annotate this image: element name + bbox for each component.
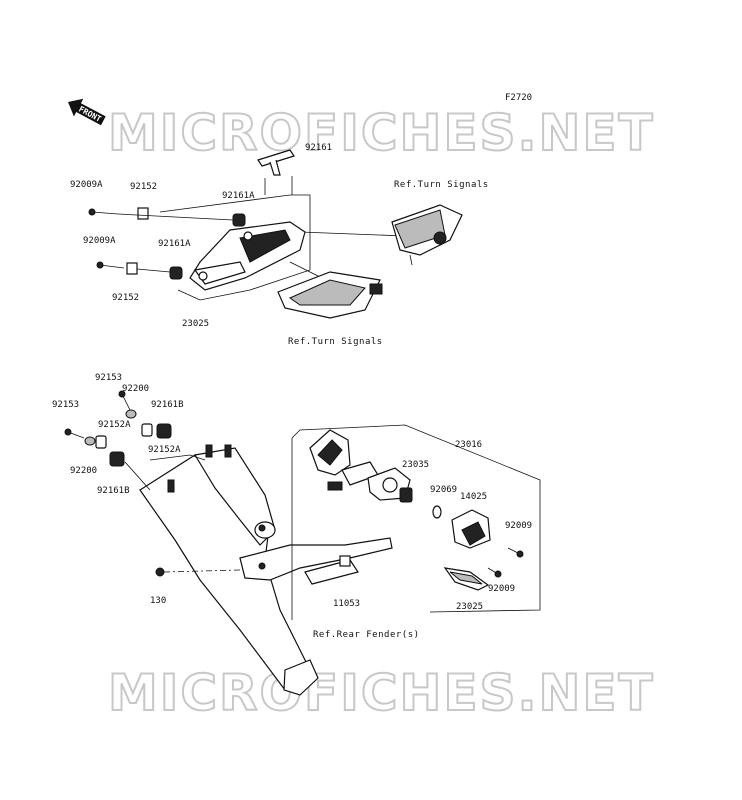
label-92152-1: 92152 xyxy=(130,182,157,192)
socket-23035 xyxy=(367,467,413,503)
grommet-92161A-1 xyxy=(232,213,246,227)
grommet-92161B-1 xyxy=(156,423,172,439)
label-23035: 23035 xyxy=(402,460,429,470)
label-14025: 14025 xyxy=(460,492,487,502)
label-92153-1: 92153 xyxy=(95,373,122,383)
screw-92009-1 xyxy=(507,547,524,558)
front-arrow-icon: FRONT xyxy=(68,98,106,126)
grommet-92161A-2 xyxy=(169,266,183,280)
washer-92200-2 xyxy=(84,436,96,446)
collar-92152A-2 xyxy=(95,435,107,449)
watermark-bottom: MICROFICHES.NET xyxy=(108,664,655,722)
label-92161A-2: 92161A xyxy=(158,239,191,249)
bolt-92153-1 xyxy=(118,390,132,413)
lens-14025 xyxy=(451,509,491,549)
label-23016: 23016 xyxy=(455,440,482,450)
watermark-top: MICROFICHES.NET xyxy=(108,104,655,162)
bolt-92009A-2 xyxy=(96,261,125,269)
bolt-92009A-1 xyxy=(88,208,119,216)
label-92069: 92069 xyxy=(430,485,457,495)
front-label: FRONT xyxy=(77,105,103,124)
top-assembly: 92161 92009A 92152 92161A 92009A 92161A … xyxy=(70,143,489,347)
tail-lamp-23016 xyxy=(309,429,379,491)
label-92153-2: 92153 xyxy=(52,400,79,410)
ref-turn-signals-bottom: Ref.Turn Signals xyxy=(288,337,383,347)
label-92009A-1: 92009A xyxy=(70,180,103,190)
figure-code: F2720 xyxy=(505,93,532,103)
label-11053: 11053 xyxy=(333,599,360,609)
label-92009A-2: 92009A xyxy=(83,236,116,246)
label-92161: 92161 xyxy=(305,143,332,153)
label-92200-2: 92200 xyxy=(70,466,97,476)
label-92009-2: 92009 xyxy=(488,584,515,594)
label-92009-1: 92009 xyxy=(505,521,532,531)
collar-92152-1 xyxy=(137,207,149,220)
collar-92152A-1 xyxy=(141,423,153,437)
label-23025-top: 23025 xyxy=(182,319,209,329)
signal-bracket-23025 xyxy=(189,221,306,291)
label-92152-2: 92152 xyxy=(112,293,139,303)
collar-92152-2 xyxy=(126,262,138,275)
screw-92009-2 xyxy=(487,567,502,578)
license-bracket-11053 xyxy=(239,537,393,585)
bolt-130 xyxy=(155,567,241,577)
bottom-assembly: 92153 92200 92153 92161B 92152A 92152A 9… xyxy=(52,373,541,696)
label-92200-1: 92200 xyxy=(122,384,149,394)
label-92161B-1: 92161B xyxy=(151,400,184,410)
label-23025-bottom: 23025 xyxy=(456,602,483,612)
grommet-92161B-2 xyxy=(109,451,125,467)
label-92152A-2: 92152A xyxy=(148,445,181,455)
label-92161B-2: 92161B xyxy=(97,486,130,496)
turn-signal-lower xyxy=(277,271,383,319)
label-130: 130 xyxy=(150,596,166,606)
bulb-92069 xyxy=(432,505,442,519)
washer-92200-1 xyxy=(125,409,137,419)
reflector-23025 xyxy=(443,567,490,591)
turn-signal-right xyxy=(391,204,463,266)
clip-92161 xyxy=(257,149,295,176)
ref-turn-signals-top: Ref.Turn Signals xyxy=(394,180,489,190)
label-92161A-1: 92161A xyxy=(222,191,255,201)
bolt-92153-2 xyxy=(64,428,85,439)
ref-rear-fender: Ref.Rear Fender(s) xyxy=(313,630,420,640)
label-92152A-1: 92152A xyxy=(98,420,131,430)
